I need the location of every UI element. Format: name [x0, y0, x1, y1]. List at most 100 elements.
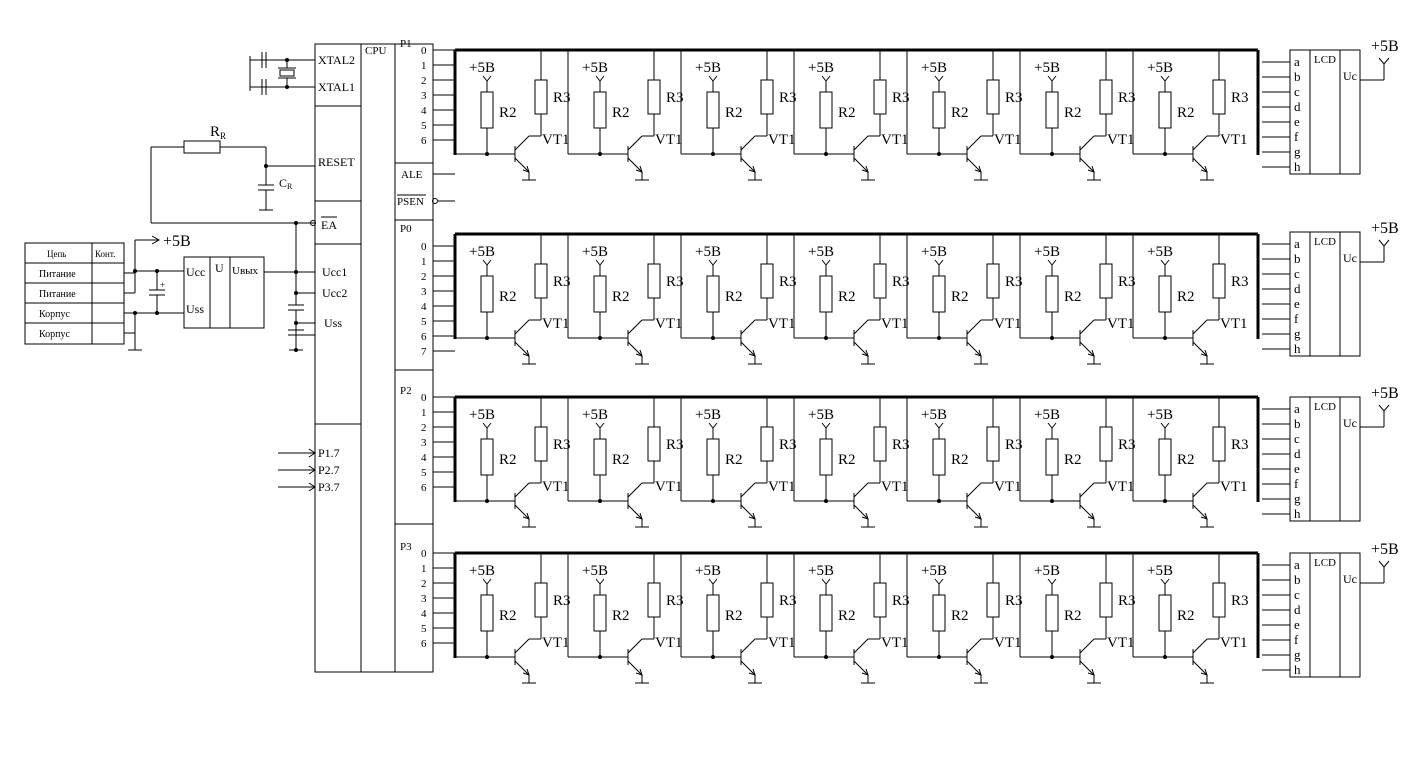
lcd-segment-label: f: [1294, 311, 1299, 326]
port-pin-label: 4: [421, 452, 427, 464]
lcd-body: [1309, 552, 1341, 678]
lcd-segment-label: d: [1294, 281, 1301, 296]
resistor-r2: [932, 91, 946, 129]
r3-label: R3: [1118, 593, 1136, 609]
vt1-label: VT1: [542, 635, 570, 651]
lcd-body: [1309, 49, 1341, 175]
resistor-r2: [593, 594, 607, 632]
supply-arrow-icon: [708, 75, 718, 82]
resistor-r2: [819, 275, 833, 313]
lcd-segment-label: g: [1294, 647, 1301, 662]
port-pin-label: 0: [421, 392, 427, 404]
lcd-segment-label: c: [1294, 587, 1300, 602]
lcd-uc-label: Uc: [1343, 572, 1357, 586]
resistor-r2: [706, 275, 720, 313]
port-pin-label: 5: [421, 623, 427, 635]
port-pin-label: 1: [421, 60, 427, 72]
transistor-collector: [966, 482, 982, 498]
transistor-collector: [1079, 638, 1095, 654]
supply-arrow-icon: [1160, 578, 1170, 585]
vt1-label: VT1: [1220, 132, 1248, 148]
lcd-segment-label: h: [1294, 159, 1301, 174]
r2-label: R2: [1177, 452, 1195, 468]
supply-arrow-icon: [1047, 422, 1057, 429]
resistor-r2: [480, 91, 494, 129]
r3-label: R3: [1118, 274, 1136, 290]
r2-label: R2: [499, 452, 517, 468]
supply-arrow-icon: [595, 259, 605, 266]
r3-label: R3: [779, 437, 797, 453]
transistor-emitter: [514, 157, 530, 173]
r3-label: R3: [553, 274, 571, 290]
resistor-r2: [819, 438, 833, 476]
resistor-r2: [932, 438, 946, 476]
port-pin-label: 3: [421, 437, 427, 449]
cell-supply-label: +5B: [1147, 60, 1173, 76]
transistor-collector: [1192, 135, 1208, 151]
supply-arrow-icon: [482, 259, 492, 266]
r2-label: R2: [1177, 608, 1195, 624]
resistor-r3: [873, 426, 887, 462]
supply-arrow-icon: [1378, 57, 1390, 65]
resistor-r3: [1212, 582, 1226, 618]
resistor-r2: [480, 275, 494, 313]
port-row-p3: P30123456+5BR2R3VT1+5BR2R3VT1+5BR2R3VT1+…: [400, 541, 1399, 684]
transistor-emitter: [514, 660, 530, 676]
resistor-r3: [760, 263, 774, 299]
transistor-collector: [514, 482, 530, 498]
r2-label: R2: [1177, 289, 1195, 305]
svg-text:RR: RR: [210, 124, 226, 141]
vt1-label: VT1: [881, 316, 909, 332]
resistor-r3: [1212, 426, 1226, 462]
r2-label: R2: [499, 608, 517, 624]
port-pin-label: 6: [421, 482, 427, 494]
supply-arrow-icon: [1160, 75, 1170, 82]
r3-label: R3: [1231, 274, 1249, 290]
supply-arrow-icon: [1378, 404, 1390, 412]
port-pin-label: 2: [421, 75, 427, 87]
lcd-segment-label: b: [1294, 251, 1301, 266]
resistor-r3: [1099, 263, 1113, 299]
transistor-collector: [853, 135, 869, 151]
cell-supply-label: +5B: [582, 60, 608, 76]
resistor-r2: [819, 594, 833, 632]
cell-supply-label: +5B: [695, 563, 721, 579]
r2-label: R2: [612, 289, 630, 305]
r3-label: R3: [892, 593, 910, 609]
r3-label: R3: [666, 90, 684, 106]
transistor-collector: [740, 482, 756, 498]
transistor-collector: [514, 638, 530, 654]
port-pin-label: 0: [421, 241, 427, 253]
lcd-label: LCD: [1314, 54, 1336, 66]
lcd-segment-label: g: [1294, 326, 1301, 341]
supply-arrow-icon: [1160, 259, 1170, 266]
cell-supply-label: +5B: [1147, 244, 1173, 260]
resistor-r2: [480, 438, 494, 476]
lcd-segment-label: c: [1294, 84, 1300, 99]
r3-label: R3: [553, 437, 571, 453]
port-pin-label: 2: [421, 422, 427, 434]
port-pin-label: 6: [421, 135, 427, 147]
vt1-label: VT1: [768, 316, 796, 332]
supply-arrow-icon: [708, 578, 718, 585]
lcd-segment-label: a: [1294, 401, 1300, 416]
lcd-segment-label: b: [1294, 69, 1301, 84]
transistor-emitter: [514, 341, 530, 357]
cell-supply-label: +5B: [582, 563, 608, 579]
table-row: Корпус: [39, 309, 71, 320]
vt1-label: VT1: [994, 635, 1022, 651]
supply-arrow-icon: [482, 422, 492, 429]
lcd-segment-label: d: [1294, 99, 1301, 114]
resistor-r2: [1045, 91, 1059, 129]
vt1-label: VT1: [1220, 479, 1248, 495]
resistor-r3: [534, 426, 548, 462]
r3-label: R3: [553, 90, 571, 106]
vt1-label: VT1: [768, 479, 796, 495]
vt1-label: VT1: [1220, 316, 1248, 332]
vt1-label: VT1: [655, 316, 683, 332]
